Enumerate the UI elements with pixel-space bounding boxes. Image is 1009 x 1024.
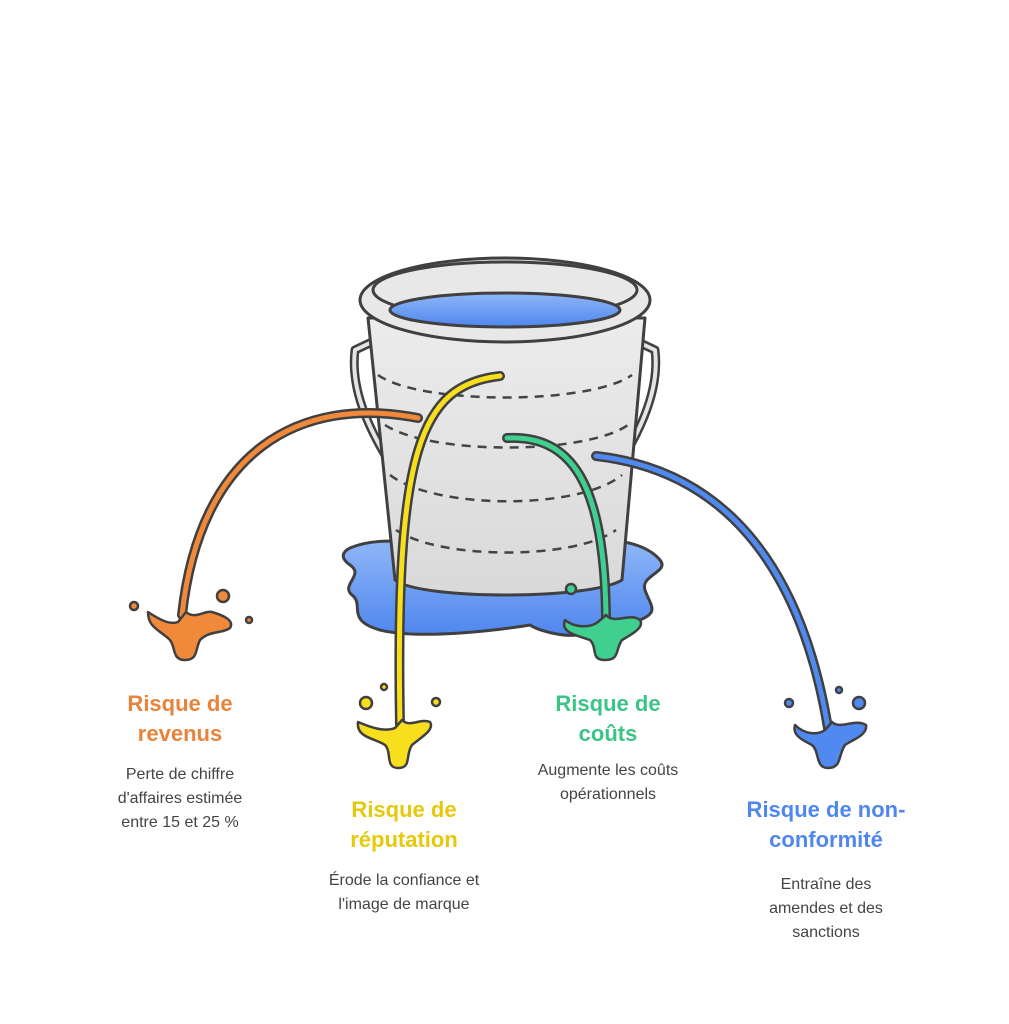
risk-reputation: Risque de réputation Érode la confiance e… bbox=[329, 795, 479, 917]
bucket-water bbox=[388, 291, 622, 329]
blue-splash bbox=[793, 720, 868, 770]
droplet bbox=[564, 582, 578, 596]
desc-line: d'affaires estimée bbox=[117, 790, 243, 807]
green-stream bbox=[504, 435, 609, 623]
blue-stream bbox=[593, 453, 831, 731]
title-line: Risque de non- bbox=[746, 797, 906, 822]
bucket-body bbox=[366, 316, 647, 597]
desc-line: Entraîne des bbox=[780, 876, 872, 893]
risk-compliance: Risque de non-conformité Entraîne des ame… bbox=[747, 795, 906, 945]
risk-description: Perte de chiffre d'affaires estimée entre … bbox=[118, 763, 243, 835]
risk-title: Risque de non-conformité bbox=[747, 795, 906, 855]
yellow-stream bbox=[396, 373, 503, 728]
desc-line: Perte de chiffre bbox=[125, 766, 235, 783]
title-line: Risque de bbox=[127, 691, 233, 716]
desc-line: Érode la confiance et bbox=[328, 872, 480, 889]
risk-description: Entraîne des amendes et des sanctions bbox=[747, 873, 906, 945]
title-line: Risque de bbox=[351, 797, 457, 822]
desc-line: amendes et des bbox=[769, 900, 883, 917]
risk-revenue: Risque de revenus Perte de chiffre d'affai… bbox=[118, 689, 243, 835]
desc-line: opérationnels bbox=[559, 786, 657, 803]
green-splash bbox=[562, 613, 643, 662]
risk-title: Risque de revenus bbox=[118, 689, 243, 749]
title-line: réputation bbox=[350, 827, 458, 852]
risk-description: Érode la confiance et l'image de marque bbox=[329, 869, 479, 917]
risk-description: Augmente les coûts opérationnels bbox=[538, 759, 679, 807]
title-line: conformité bbox=[769, 827, 883, 852]
title-line: Risque de bbox=[555, 691, 661, 716]
orange-splash bbox=[146, 610, 233, 662]
risk-costs: Risque de coûts Augmente les coûts opérati… bbox=[538, 689, 679, 807]
desc-line: l'image de marque bbox=[338, 896, 470, 913]
title-line: revenus bbox=[137, 721, 223, 746]
risk-title: Risque de coûts bbox=[538, 689, 679, 749]
desc-line: sanctions bbox=[792, 924, 860, 941]
title-line: coûts bbox=[578, 721, 638, 746]
orange-stream bbox=[179, 410, 421, 618]
desc-line: entre 15 et 25 % bbox=[121, 814, 239, 831]
risk-title: Risque de réputation bbox=[329, 795, 479, 855]
yellow-splash bbox=[356, 718, 433, 770]
desc-line: Augmente les coûts bbox=[537, 762, 679, 779]
